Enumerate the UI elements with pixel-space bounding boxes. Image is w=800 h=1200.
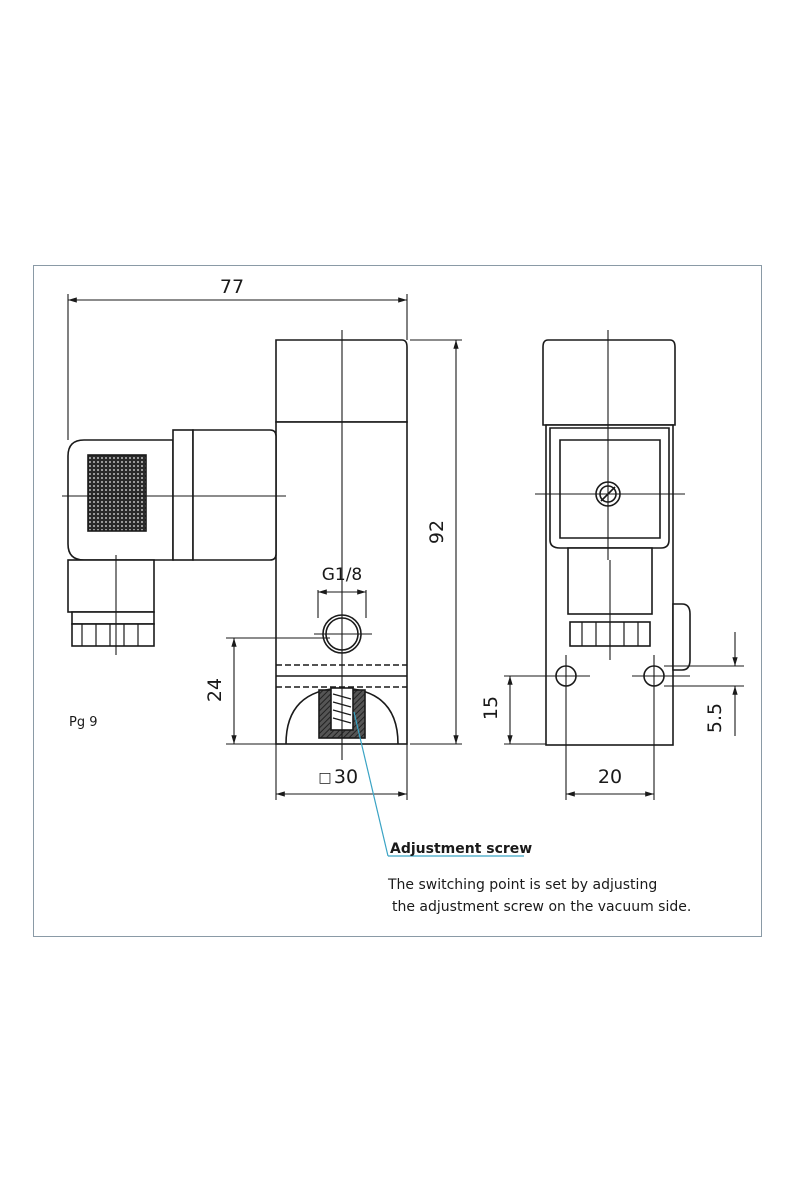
dim-20-label: 20 <box>598 766 622 788</box>
dim-15-label: 15 <box>480 696 502 720</box>
dim-5-5-label: 5.5 <box>704 703 726 733</box>
side-port <box>672 603 691 671</box>
front-view <box>67 339 408 745</box>
cable-gland-label: Pg 9 <box>69 715 98 730</box>
plug-neck <box>192 429 277 561</box>
side-cap <box>542 339 676 426</box>
callout-leader <box>353 711 524 857</box>
dim-77-label: 77 <box>220 276 244 298</box>
side-view <box>542 339 691 746</box>
dim-g18-label: G1/8 <box>322 565 363 585</box>
dim-30-label: 30 <box>334 766 358 788</box>
callout-description-line2: the adjustment screw on the vacuum side. <box>392 899 691 915</box>
square-symbol: □ <box>318 770 331 786</box>
cable-gland <box>71 611 155 625</box>
callout-title: Adjustment screw <box>390 841 532 857</box>
drawing-frame <box>33 265 762 937</box>
side-centerlines <box>535 330 690 700</box>
dim-24-label: 24 <box>204 678 226 702</box>
dim-92-label: 92 <box>426 520 448 544</box>
callout-description-line1: The switching point is set by adjusting <box>387 877 657 893</box>
front-centerlines <box>62 330 372 760</box>
dimension-lines <box>67 294 744 800</box>
